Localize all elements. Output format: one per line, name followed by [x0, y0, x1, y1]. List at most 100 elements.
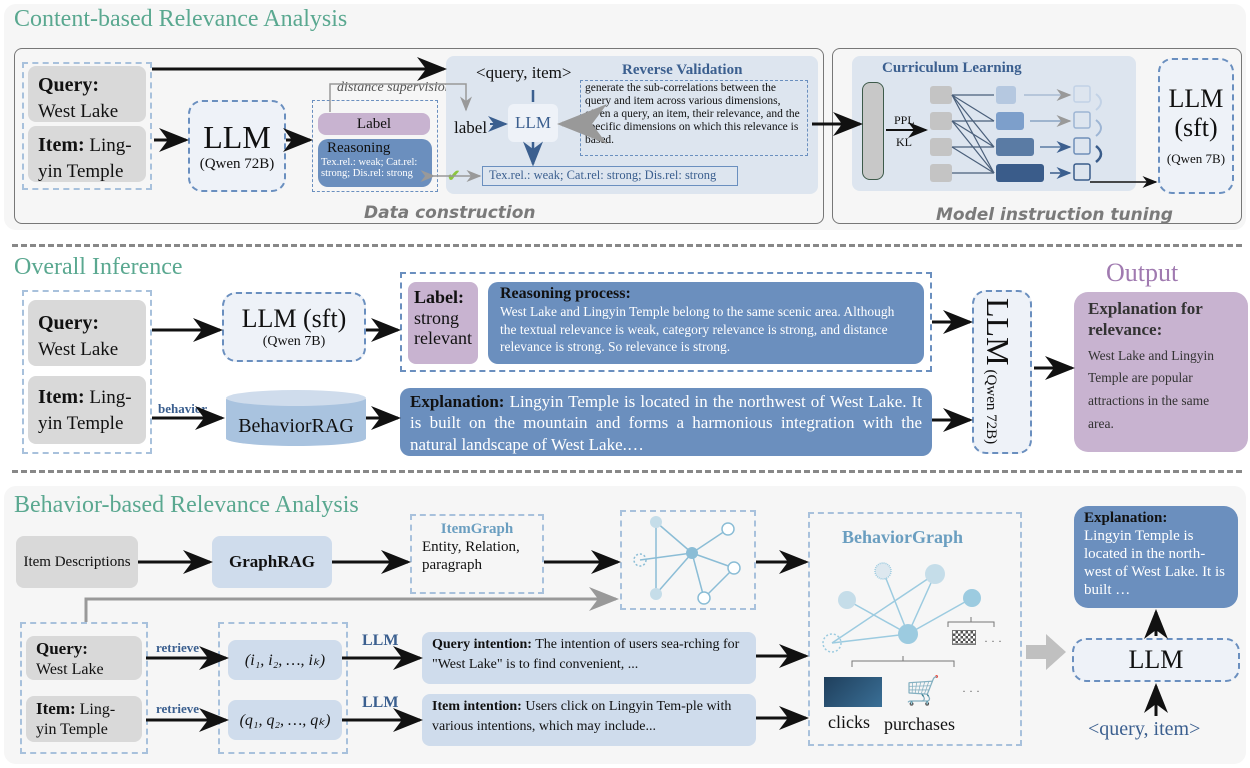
- output-heading: Explanation for relevance:: [1088, 299, 1203, 340]
- ellipsis-bottom: · · ·: [962, 684, 980, 698]
- query-label: Query:: [38, 312, 100, 334]
- ppl-label: PPL: [894, 113, 915, 127]
- final-llm-box: LLM: [1072, 638, 1240, 682]
- reasoning-title: Reasoning: [327, 140, 391, 156]
- reasoning-box: Reasoning Tex.rel.: weak; Cat.rel: stron…: [318, 139, 432, 187]
- item-intention-box: Item intention: Users click on Lingyin T…: [422, 694, 756, 746]
- inference-explanation-box: Explanation: Lingyin Temple is located i…: [400, 388, 932, 456]
- big-llm-title: LLM: [980, 298, 1016, 366]
- final-explanation-text: Lingyin Temple is located in the north-w…: [1084, 528, 1225, 598]
- clicks-image-icon: [824, 677, 882, 707]
- explanation-text: Lingyin Temple is located in the northwe…: [410, 392, 923, 454]
- final-input-text: <query, item>: [1088, 718, 1201, 740]
- checker-image-icon: [952, 630, 976, 645]
- content-section-title: Content-based Relevance Analysis: [14, 6, 348, 32]
- llm-arrow-label-2: LLM: [362, 694, 399, 711]
- behaviorgraph-box: [808, 512, 1022, 746]
- model-tuning-caption: Model instruction tuning: [936, 205, 1173, 225]
- item-intention-title: Item intention:: [432, 699, 522, 714]
- item-descriptions-box: Item Descriptions: [16, 536, 138, 588]
- graphrag-box: GraphRAG: [212, 536, 332, 588]
- content-query-box: Query: West Lake: [28, 66, 146, 122]
- llm-title: LLM: [203, 119, 271, 155]
- check-icon: ✔: [447, 168, 461, 185]
- inference-query-box: Query: West Lake: [28, 300, 146, 366]
- explanation-title: Explanation:: [410, 392, 505, 411]
- inner-llm-box: LLM: [508, 104, 558, 142]
- itemgraph-title: ItemGraph: [440, 521, 514, 537]
- big-llm-model: (Qwen 72B): [983, 369, 999, 445]
- content-item-box: Item: Ling-yin Temple: [28, 126, 146, 182]
- query-value: West Lake: [38, 101, 119, 122]
- data-construction-frame: [14, 48, 824, 224]
- output-text: West Lake and Lingyin Temple are popular…: [1088, 347, 1215, 432]
- item-value: Ling-yin Temple: [38, 387, 132, 434]
- query-label: Query:: [36, 639, 88, 658]
- query-label: Query:: [38, 74, 100, 96]
- section-divider-1: [12, 244, 1242, 247]
- big-llm-vertical-label: LLM (Qwen 72B): [979, 298, 1016, 444]
- dataset-cylinder-icon: [862, 82, 884, 180]
- queries-sequence-box: (q₁, q₂, …, qₖ): [228, 700, 342, 740]
- shopping-cart-icon: 🛒: [905, 676, 941, 707]
- kl-label: KL: [896, 135, 912, 149]
- item-label: Item:: [36, 699, 76, 718]
- sft-llm-model: (Qwen 7B): [1166, 150, 1226, 166]
- reasoning-text: Tex.rel.: weak; Cat.rel: strong; Dis.rel…: [321, 156, 418, 179]
- behavior-rag-label: BehaviorRAG: [238, 414, 354, 437]
- reasoning-process-title: Reasoning process:: [500, 285, 631, 302]
- reasoning-process-text: West Lake and Lingyin Temple belong to t…: [500, 304, 895, 355]
- retrieve-label-1: retrieve: [156, 640, 200, 655]
- reverse-validation-title: Reverse Validation: [622, 62, 743, 78]
- label-input-text: label: [454, 118, 488, 137]
- sft-llm-model: (Qwen 7B): [262, 334, 326, 349]
- output-box: Explanation for relevance: West Lake and…: [1074, 292, 1248, 452]
- validated-output-box: Tex.rel.: weak; Cat.rel: strong; Dis.rel…: [482, 166, 738, 186]
- label-value: strong relevant: [414, 307, 472, 349]
- final-explanation-title: Explanation:: [1084, 510, 1168, 526]
- llm-arrow-label-1: LLM: [362, 632, 399, 649]
- model-tuning-frame: [832, 48, 1242, 224]
- inference-sft-llm-box: LLM (sft) (Qwen 7B): [222, 292, 366, 362]
- itemgraph-box: ItemGraph Entity, Relation, paragraph: [410, 514, 544, 594]
- section-divider-2: [12, 470, 1242, 473]
- query-value: West Lake: [38, 339, 119, 360]
- item-label: Item:: [38, 134, 85, 156]
- query-intention-title: Query intention:: [432, 637, 532, 652]
- curriculum-title: Curriculum Learning: [882, 60, 1022, 76]
- label-box: Label: [318, 113, 430, 135]
- itemgraph-text: Entity, Relation, paragraph: [422, 539, 520, 573]
- query-intention-text: The intention of users sea-rching for "W…: [432, 637, 740, 672]
- reasoning-output-group: [400, 272, 932, 372]
- distance-supervision-label: distance supervision: [337, 80, 452, 95]
- item-label: Item:: [38, 386, 85, 408]
- item-value: Ling-yin Temple: [36, 701, 116, 738]
- query-item-pair: <query, item>: [476, 63, 572, 82]
- big-llm-box: [972, 290, 1032, 454]
- clicks-label: clicks: [828, 712, 870, 732]
- final-explanation-box: Explanation: Lingyin Temple is located i…: [1074, 506, 1238, 608]
- query-intention-box: Query intention: The intention of users …: [422, 632, 756, 684]
- item-intention-text: Users click on Lingyin Tem-ple with vari…: [432, 699, 732, 734]
- behavior-label: behavior: [158, 401, 208, 416]
- reverse-validation-prompt: generate the sub-correlations between th…: [580, 80, 808, 156]
- label-title: Label:: [414, 287, 465, 307]
- content-input-group: [22, 62, 152, 190]
- itemgraph-visual-box: [620, 510, 756, 610]
- behavior-rag-cylinder-top: [226, 390, 366, 406]
- behaviorgraph-title: BehaviorGraph: [842, 527, 964, 547]
- behavior-query-box: Query: West Lake: [26, 636, 142, 680]
- output-title: Output: [1106, 258, 1179, 287]
- purchases-label: purchases: [884, 714, 955, 734]
- llm-qwen72b-box: LLM (Qwen 72B): [188, 100, 286, 192]
- items-sequence-box: (i₁, i₂, …, iₖ): [228, 640, 342, 680]
- inference-section-title: Overall Inference: [14, 254, 183, 280]
- behavior-section-title: Behavior-based Relevance Analysis: [14, 492, 359, 518]
- reasoning-process-box: Reasoning process: West Lake and Lingyin…: [488, 282, 924, 364]
- inference-label-box: Label: strong relevant: [408, 282, 478, 364]
- inference-input-group: [22, 290, 152, 454]
- sft-llm-box: LLM (sft) (Qwen 7B): [1158, 58, 1234, 194]
- sft-llm-title: LLM (sft): [1168, 84, 1224, 142]
- llm-model: (Qwen 72B): [199, 156, 275, 172]
- data-construction-caption: Data construction: [364, 203, 536, 223]
